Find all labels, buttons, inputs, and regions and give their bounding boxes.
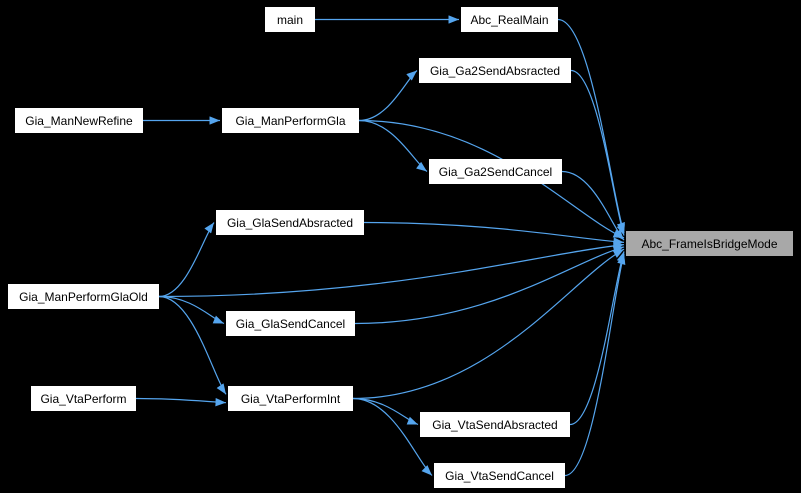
graph-node-Gia_VtaSendAbsracted[interactable]: Gia_VtaSendAbsracted	[420, 412, 570, 437]
graph-node-Gia_Ga2SendCancel[interactable]: Gia_Ga2SendCancel	[429, 159, 562, 184]
edge-Gia_Ga2SendAbsracted-to-Abc_FrameIsBridgeMode	[570, 69, 625, 236]
graph-node-Gia_ManNewRefine[interactable]: Gia_ManNewRefine	[15, 108, 143, 133]
edge-Gia_ManPerformGla-to-Gia_Ga2SendAbsracted	[358, 70, 418, 122]
graph-node-main[interactable]: main	[265, 7, 315, 32]
edge-Gia_ManPerformGlaOld-to-Gia_VtaPerformInt	[158, 295, 227, 395]
graph-node-Gia_GlaSendCancel[interactable]: Gia_GlaSendCancel	[226, 311, 355, 336]
graph-node-Gia_VtaPerformInt[interactable]: Gia_VtaPerformInt	[228, 386, 353, 411]
edge-group	[135, 15, 626, 477]
edge-Gia_GlaSendAbsracted-to-Abc_FrameIsBridgeMode	[363, 221, 625, 246]
graph-node-Gia_ManPerformGla[interactable]: Gia_ManPerformGla	[222, 108, 359, 133]
edge-Gia_GlaSendCancel-to-Abc_FrameIsBridgeMode	[354, 245, 625, 325]
edge-Gia_Ga2SendCancel-to-Abc_FrameIsBridgeMode	[561, 170, 625, 241]
graph-node-Abc_RealMain[interactable]: Abc_RealMain	[461, 7, 558, 32]
graph-node-Gia_VtaSendCancel[interactable]: Gia_VtaSendCancel	[434, 463, 565, 488]
edge-Gia_ManPerformGlaOld-to-Gia_GlaSendAbsracted	[158, 222, 215, 298]
graph-node-Abc_FrameIsBridgeMode[interactable]: Abc_FrameIsBridgeMode	[626, 231, 793, 256]
edge-Gia_ManPerformGlaOld-to-Abc_FrameIsBridgeMode	[158, 241, 625, 298]
edge-Gia_VtaPerformInt-to-Abc_FrameIsBridgeMode	[352, 248, 625, 400]
graph-node-Gia_ManPerformGlaOld[interactable]: Gia_ManPerformGlaOld	[8, 284, 159, 309]
edge-Gia_ManPerformGla-to-Gia_Ga2SendCancel	[358, 119, 428, 172]
graph-node-Gia_GlaSendAbsracted[interactable]: Gia_GlaSendAbsracted	[216, 210, 364, 235]
edge-Gia_VtaSendAbsracted-to-Abc_FrameIsBridgeMode	[569, 251, 625, 426]
edge-Gia_VtaSendCancel-to-Abc_FrameIsBridgeMode	[564, 253, 626, 477]
graph-node-Gia_VtaPerform[interactable]: Gia_VtaPerform	[31, 386, 136, 411]
edge-Gia_VtaPerform-to-Gia_VtaPerformInt	[135, 397, 227, 407]
edge-Gia_VtaPerformInt-to-Gia_VtaSendAbsracted	[352, 397, 419, 426]
edge-Gia_VtaPerformInt-to-Gia_VtaSendCancel	[352, 397, 433, 476]
edge-Gia_ManPerformGlaOld-to-Gia_GlaSendCancel	[158, 295, 225, 325]
graph-node-Gia_Ga2SendAbsracted[interactable]: Gia_Ga2SendAbsracted	[419, 58, 571, 83]
